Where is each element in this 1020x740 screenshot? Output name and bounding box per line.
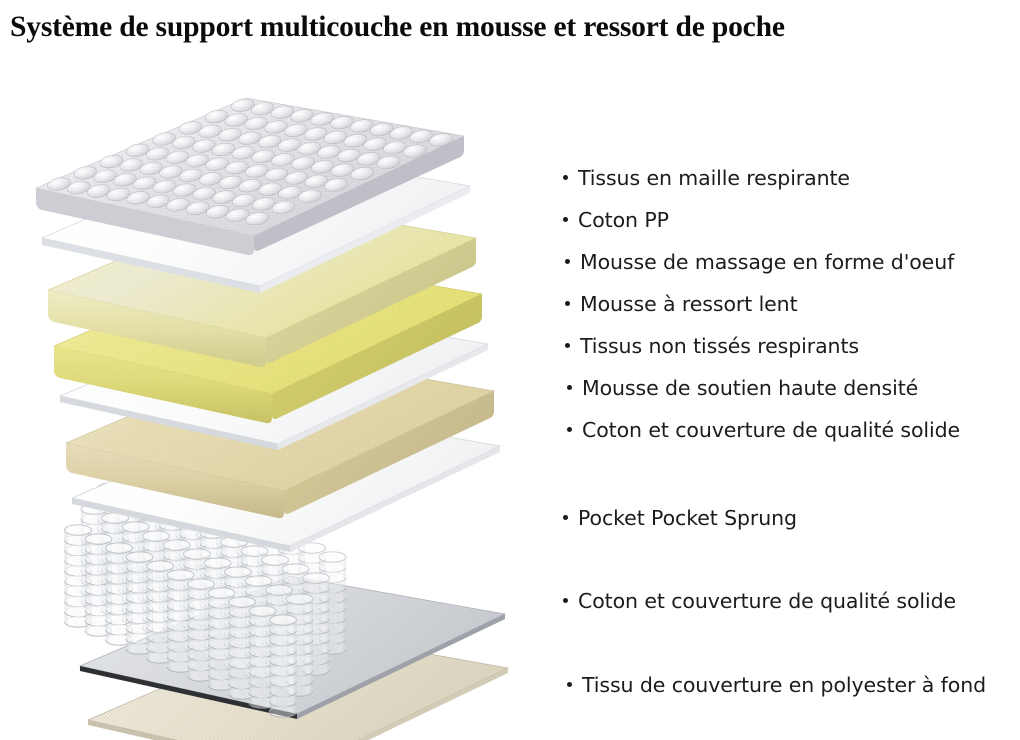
legend-item-label: Coton PP — [578, 208, 669, 232]
bullet-icon — [567, 427, 572, 432]
bullet-icon — [565, 259, 570, 264]
legend-item: Tissus non tissés respirants — [565, 334, 859, 358]
legend-item-label: Pocket Pocket Sprung — [578, 506, 797, 530]
legend-item-label: Coton et couverture de qualité solide — [578, 589, 957, 613]
legend-item: Tissus en maille respirante — [563, 166, 850, 190]
bullet-icon — [567, 385, 572, 390]
legend-item-label: Tissus en maille respirante — [578, 166, 850, 190]
bullet-icon — [563, 598, 568, 603]
bullet-icon — [567, 682, 572, 687]
legend-item-label: Mousse de soutien haute densité — [582, 376, 919, 400]
legend-item: Tissu de couverture en polyester à fond — [567, 673, 986, 697]
legend-item-label: Tissu de couverture en polyester à fond — [582, 673, 987, 697]
layer-breathable-mesh-fabric — [35, 97, 465, 256]
legend-item: Pocket Pocket Sprung — [563, 506, 797, 530]
legend-item: Coton et couverture de qualité solide — [563, 589, 956, 613]
legend-item-label: Mousse de massage en forme d'oeuf — [580, 250, 955, 274]
page-title: Système de support multicouche en mousse… — [10, 10, 785, 43]
legend-item: Mousse à ressort lent — [565, 292, 798, 316]
legend-item: Mousse de soutien haute densité — [567, 376, 918, 400]
bullet-icon — [565, 301, 570, 306]
legend-item-label: Coton et couverture de qualité solide — [582, 418, 961, 442]
legend-item-label: Mousse à ressort lent — [580, 292, 798, 316]
bullet-icon — [563, 217, 568, 222]
bullet-icon — [563, 175, 568, 180]
legend-item: Mousse de massage en forme d'oeuf — [565, 250, 954, 274]
legend-item-label: Tissus non tissés respirants — [580, 334, 859, 358]
bullet-icon — [565, 343, 570, 348]
legend-item: Coton PP — [563, 208, 669, 232]
legend-item: Coton et couverture de qualité solide — [567, 418, 960, 442]
exploded-mattress-diagram — [0, 78, 545, 740]
bullet-icon — [563, 515, 568, 520]
